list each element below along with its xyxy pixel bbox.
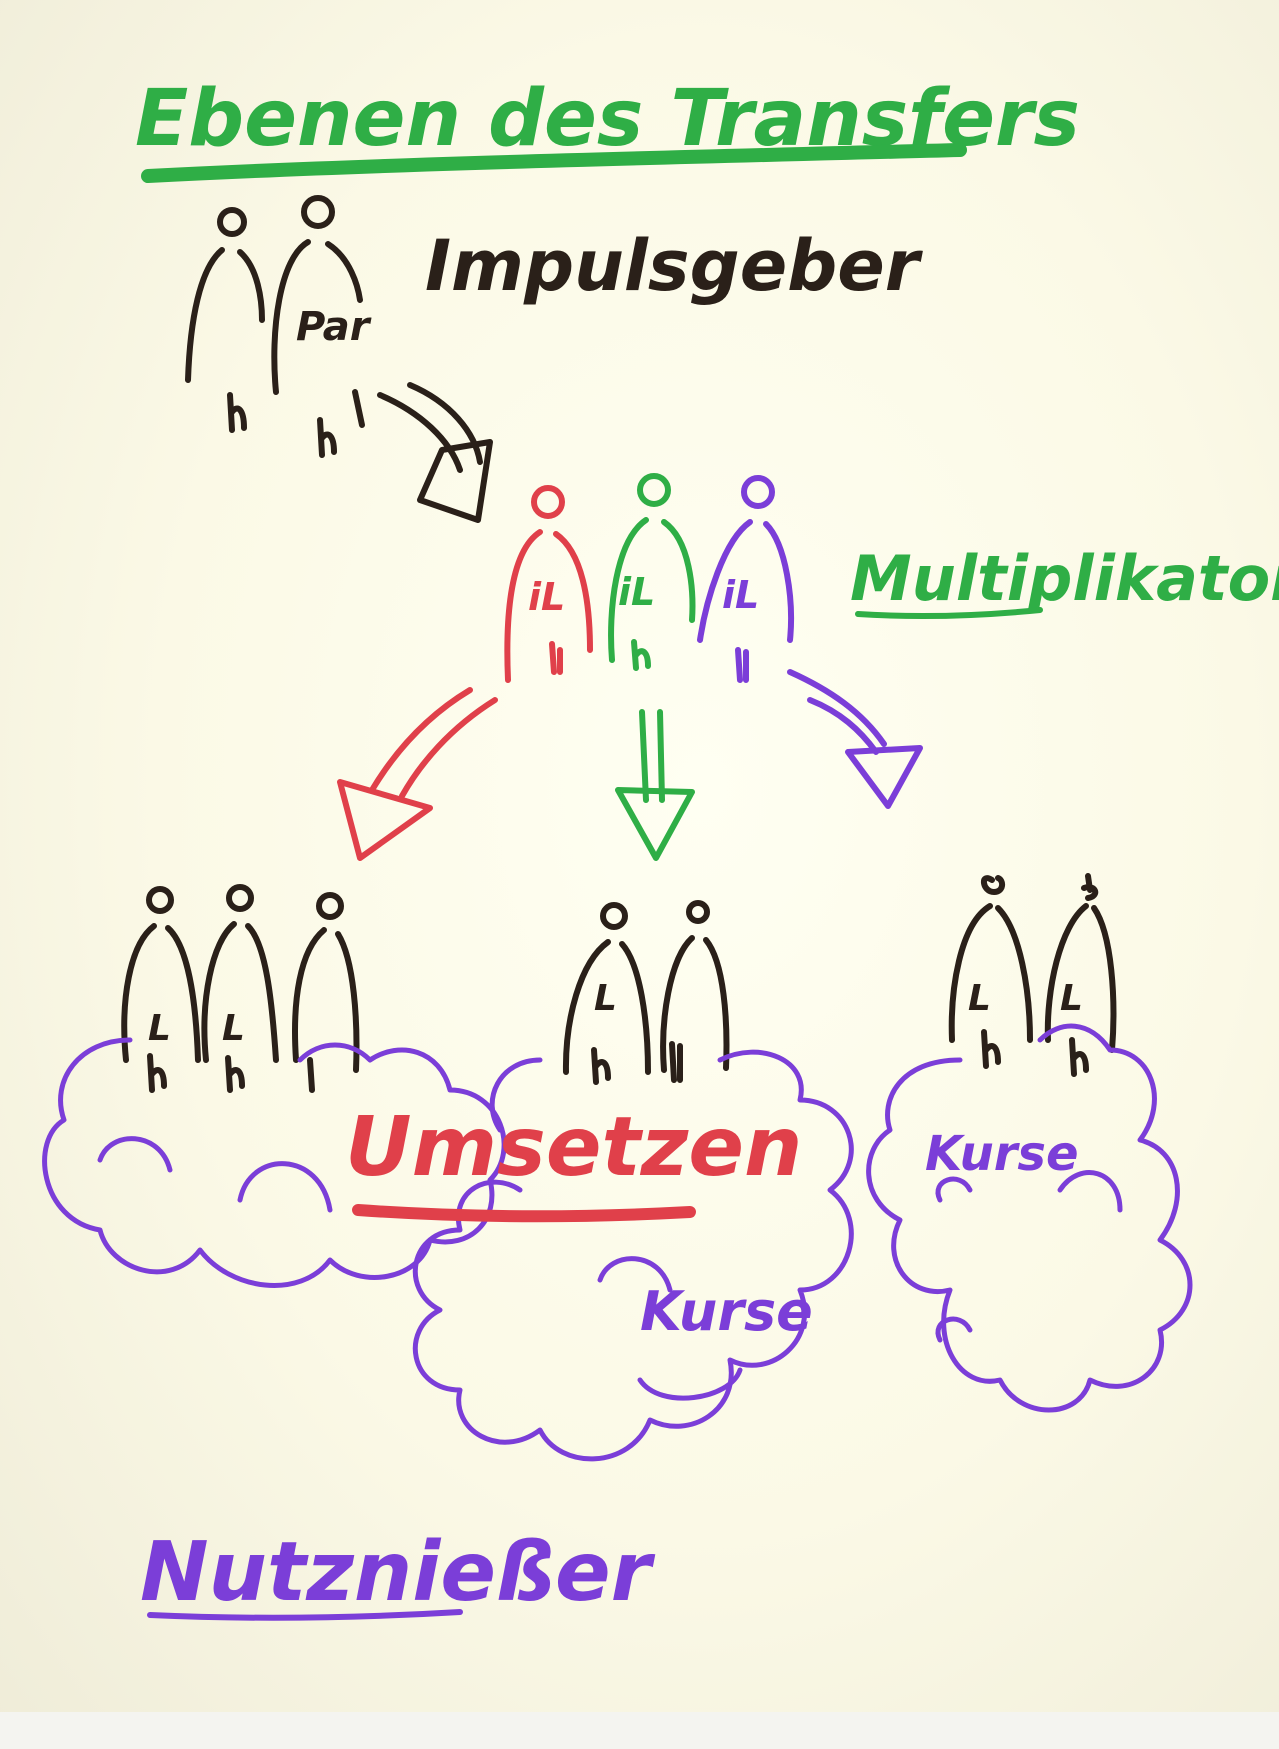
- impulsgeber-figures: [185, 195, 365, 458]
- cloud-center-label: Kurse: [640, 1280, 813, 1343]
- multiplikatoren-label: Multiplikatoren: [850, 542, 1279, 615]
- bottom-edge: [0, 1712, 1279, 1749]
- arrow-green: [615, 709, 695, 861]
- cloud-center: [412, 1049, 854, 1462]
- nutzniesser-figure-label-2: L: [222, 1008, 245, 1049]
- impulsgeber-head-1: [217, 207, 247, 237]
- impulsgeber-legs-1: [227, 392, 247, 433]
- center-label-underline: [352, 1204, 696, 1223]
- nutzniesser-figures-left: [121, 884, 360, 1093]
- nutzniesser-figure-label-5: L: [1060, 978, 1083, 1019]
- nutzniesser-underline: [147, 1609, 463, 1621]
- multiplikatoren-figure-label-purple: iL: [722, 573, 759, 617]
- impulsgeber-arm-1: [237, 249, 265, 323]
- nutzniesser-label: Nutznießer: [140, 1525, 656, 1620]
- nutzniesser-figure-label-3: L: [594, 978, 617, 1019]
- nutzniesser-figures-center: [562, 900, 730, 1085]
- multiplikatoren-underline: [855, 607, 1043, 620]
- nutzniesser-figure-label-1: L: [148, 1008, 171, 1049]
- impulsgeber-figure-label: Par: [296, 304, 372, 350]
- multiplikatoren-figure-red: [504, 485, 593, 683]
- nutzniesser-figure-label-4: L: [968, 978, 991, 1019]
- title-underline: [141, 143, 967, 183]
- impulsgeber-legs-2: [317, 389, 365, 458]
- impulsgeber-label: Impulsgeber: [425, 225, 924, 307]
- cloud-right-label: Kurse: [925, 1126, 1079, 1182]
- impulsgeber-arm-2: [325, 241, 363, 303]
- multiplikatoren-figure-purple: [697, 475, 794, 683]
- impulsgeber-head-2: [301, 195, 335, 229]
- arrow-impulsgeber-to-multiplikatoren: [377, 382, 493, 523]
- multiplikatoren-figure-green: [608, 473, 696, 671]
- multiplikatoren-figure-label-green: iL: [618, 570, 655, 614]
- nutzniesser-figures-right: [948, 873, 1117, 1077]
- center-label: Umsetzen: [345, 1100, 802, 1195]
- impulsgeber-body-2: [271, 239, 311, 395]
- cloud-left: [42, 1037, 507, 1288]
- cloud-right: [866, 1023, 1193, 1413]
- impulsgeber-body-1: [185, 247, 225, 383]
- arrow-red: [337, 687, 498, 861]
- arrow-purple: [787, 669, 923, 809]
- multiplikatoren-figure-label-red: iL: [528, 575, 565, 619]
